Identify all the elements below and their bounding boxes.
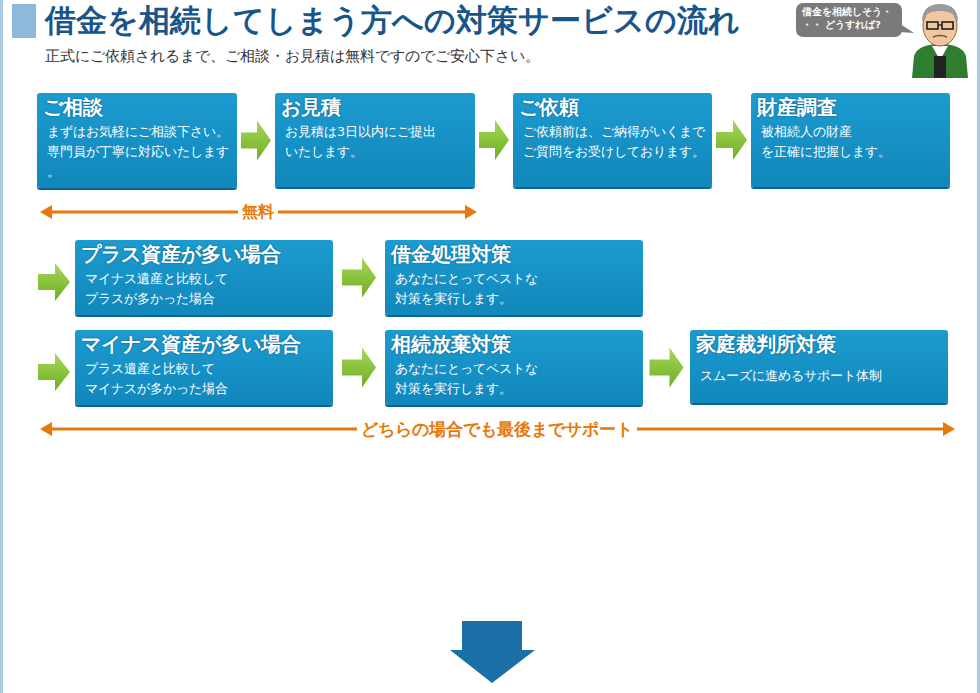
box-heading: 借金処理対策 xyxy=(385,240,643,266)
frame-right xyxy=(977,0,980,693)
down-arrow xyxy=(450,621,535,683)
box-body: ご依頼前は、ご納得がいくまで ご質問をお受けしております。 xyxy=(513,119,712,168)
process-box: 借金処理対策あなたにとってベストな 対策を実行します。 xyxy=(385,240,643,315)
box-body: スムーズに進めるサポート体制 xyxy=(690,356,948,392)
box-body: まずはお気軽にご相談下さい。 専門員が丁寧に対応いたします。 xyxy=(37,119,237,188)
box-heading: ご相談 xyxy=(37,93,237,119)
box-heading: お見積 xyxy=(275,93,475,119)
box-body: マイナス遺産と比較して プラスが多かった場合 xyxy=(75,266,333,315)
process-box: 家庭裁判所対策スムーズに進めるサポート体制 xyxy=(690,330,948,403)
title-bar xyxy=(12,4,36,38)
process-box: ご依頼ご依頼前は、ご納得がいくまで ご質問をお受けしております。 xyxy=(513,93,712,187)
box-heading: プラス資産が多い場合 xyxy=(75,240,333,266)
box-body: あなたにとってベストな 対策を実行します。 xyxy=(385,266,643,315)
bubble-tail xyxy=(900,24,914,33)
box-heading: 相続放棄対策 xyxy=(385,330,643,356)
process-box: 財産調査被相続人の財産 を正確に把握します。 xyxy=(751,93,950,187)
box-body: お見積は3日以内にご提出 いたします。 xyxy=(275,119,475,168)
lead-arrow xyxy=(38,353,70,391)
box-heading: マイナス資産が多い場合 xyxy=(75,330,333,356)
flow-arrow xyxy=(716,120,747,160)
box-heading: 財産調査 xyxy=(751,93,950,119)
box-body: プラス遺産と比較して マイナスが多かった場合 xyxy=(75,356,333,405)
character xyxy=(912,4,968,78)
label: 正式にご依頼されるまで、ご相談・お見積は無料ですのでご安心下さい。 xyxy=(45,47,540,66)
flow-arrow xyxy=(342,258,376,298)
box-heading: 家庭裁判所対策 xyxy=(690,330,948,356)
process-box: マイナス資産が多い場合プラス遺産と比較して マイナスが多かった場合 xyxy=(75,330,333,405)
label: どちらの場合でも最後までサポート xyxy=(357,418,637,441)
box-body: 被相続人の財産 を正確に把握します。 xyxy=(751,119,950,168)
title: 借金を相続してしまう方への対策サービスの流れ xyxy=(45,0,740,42)
flow-arrow xyxy=(342,348,376,388)
flow-arrow xyxy=(479,120,509,160)
speech-bubble: 借金を相続しそう・・・ どうすれば? xyxy=(796,3,902,37)
process-box: 相続放棄対策あなたにとってベストな 対策を実行します。 xyxy=(385,330,643,405)
box-heading: ご依頼 xyxy=(513,93,712,119)
box-body: あなたにとってベストな 対策を実行します。 xyxy=(385,356,643,405)
lead-arrow xyxy=(38,263,70,301)
frame-left xyxy=(0,0,3,693)
process-box: お見積お見積は3日以内にご提出 いたします。 xyxy=(275,93,475,187)
flow-arrow xyxy=(650,348,684,388)
label: 無料 xyxy=(238,202,278,223)
process-box: ご相談まずはお気軽にご相談下さい。 専門員が丁寧に対応いたします。 xyxy=(37,93,237,188)
bubble-text: 借金を相続しそう・・・ どうすれば? xyxy=(802,6,896,32)
process-box: プラス資産が多い場合マイナス遺産と比較して プラスが多かった場合 xyxy=(75,240,333,315)
flow-arrow xyxy=(241,121,271,161)
